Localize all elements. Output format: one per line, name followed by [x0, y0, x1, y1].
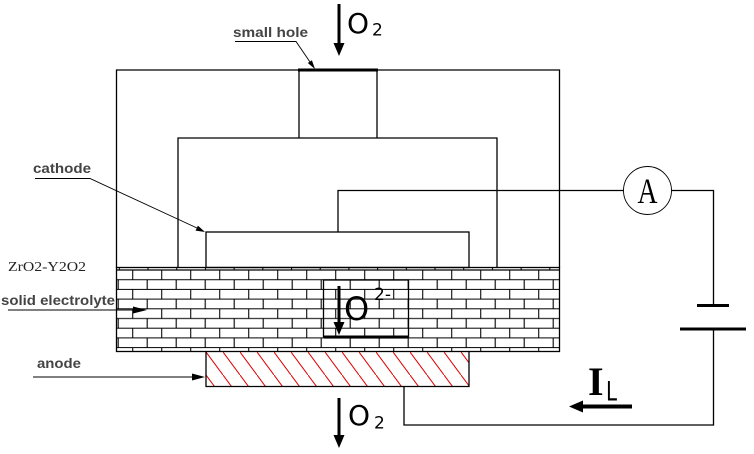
anode: [206, 352, 469, 387]
anode-outline: [205, 352, 470, 388]
solid-electrolyte-label: solid electrolyte: [1, 292, 115, 308]
label-anode: anode: [33, 355, 205, 381]
inflow-gas-subscript: 2: [372, 21, 383, 41]
small-hole-leader-arrowhead-icon: [307, 60, 315, 69]
current-symbol: I: [588, 359, 604, 404]
small-hole-leader-line: [235, 41, 311, 63]
outer-housing-outline: [115, 69, 561, 268]
small-hole-label: small hole: [233, 24, 308, 40]
outflow-arrow-down-icon: [333, 435, 345, 448]
outflow-gas-symbol: O: [348, 399, 370, 432]
cathode: [205, 231, 470, 269]
inflow-gas-symbol: O: [347, 7, 369, 40]
inflow-arrow-down-icon: [333, 43, 345, 56]
current-subscript: L: [606, 377, 617, 408]
ion-symbol: O: [344, 290, 369, 328]
anode-leader-arrowhead-icon: [192, 373, 205, 381]
label-cathode: cathode: [33, 160, 205, 232]
anode-return-wire: [403, 329, 715, 426]
electrolyte-material-label: ZrO2-Y2O2: [8, 260, 86, 275]
electrolyte-top-band: [116, 267, 560, 270]
oxygen-ion-indicator: O 2-: [322, 279, 410, 339]
oxygen-outflow: O 2: [333, 398, 385, 448]
cathode-leader-line: [35, 178, 198, 229]
ammeter-symbol: A: [638, 171, 658, 211]
label-small-hole: small hole: [233, 24, 315, 69]
current-arrow-left-icon: [569, 400, 583, 413]
current-indicator: I L: [569, 359, 632, 413]
inner-chamber: [177, 137, 498, 268]
ion-arrow-down-icon: [333, 322, 345, 335]
solid-electrolyte-leader-arrowhead-icon: [133, 306, 147, 314]
ammeter-to-battery-wire: [671, 189, 715, 306]
anode-label: anode: [37, 355, 81, 371]
battery: [680, 304, 746, 331]
label-solid-electrolyte: solid electrolyte: [1, 292, 147, 314]
ammeter: A: [623, 166, 672, 215]
cathode-lead-wire: [337, 189, 624, 232]
cathode-label: cathode: [33, 160, 91, 176]
cathode-leader-arrowhead-icon: [195, 225, 205, 232]
outflow-gas-subscript: 2: [374, 414, 385, 434]
oxygen-inflow: O 2: [333, 4, 383, 56]
ion-charge: 2-: [374, 285, 391, 305]
outer-housing: [115, 69, 561, 268]
electrolyte-outline: [115, 266, 561, 353]
